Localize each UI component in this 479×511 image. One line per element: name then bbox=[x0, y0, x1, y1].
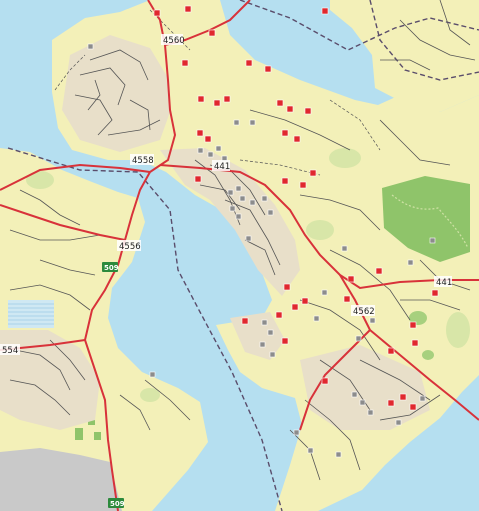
svg-text:509: 509 bbox=[104, 264, 119, 272]
urban-area-west bbox=[0, 330, 100, 430]
svg-text:441: 441 bbox=[436, 278, 452, 288]
road-label-4556: 4556 bbox=[117, 240, 141, 252]
svg-text:4562: 4562 bbox=[353, 307, 375, 317]
road-label-554: 554 bbox=[0, 344, 20, 356]
svg-text:4558: 4558 bbox=[132, 156, 154, 166]
footpaths bbox=[54, 9, 381, 176]
road-4562[interactable] bbox=[339, 274, 479, 421]
road-label-441-right: 441 bbox=[434, 276, 452, 288]
road-shield-509-bottom: 509 bbox=[108, 498, 125, 508]
boundary-lines bbox=[7, 0, 479, 511]
marsh-area bbox=[8, 300, 54, 328]
svg-text:509: 509 bbox=[110, 500, 125, 508]
svg-text:4556: 4556 bbox=[119, 242, 141, 252]
road-label-4560: 4560 bbox=[161, 34, 185, 46]
poi-markers-red[interactable] bbox=[153, 5, 439, 411]
road-4556[interactable] bbox=[0, 204, 126, 241]
road-label-4558: 4558 bbox=[130, 154, 154, 166]
land-northeast-island bbox=[330, 0, 479, 112]
poi-markers-gray[interactable] bbox=[87, 43, 436, 458]
road-4558[interactable] bbox=[0, 163, 151, 191]
svg-text:441: 441 bbox=[214, 162, 230, 172]
road-label-4562: 4562 bbox=[351, 305, 375, 317]
road-509[interactable] bbox=[83, 0, 177, 511]
svg-text:554: 554 bbox=[2, 346, 18, 356]
svg-text:4560: 4560 bbox=[163, 36, 185, 46]
industrial-area bbox=[0, 448, 122, 511]
minor-roads bbox=[9, 0, 476, 481]
road-shield-509-top: 509 bbox=[102, 262, 119, 272]
road-441[interactable] bbox=[159, 164, 479, 290]
urban-area-north bbox=[62, 35, 170, 152]
road-label-441-top: 441 bbox=[212, 160, 230, 172]
forest-east bbox=[382, 176, 470, 262]
urban-area-center bbox=[160, 148, 300, 296]
